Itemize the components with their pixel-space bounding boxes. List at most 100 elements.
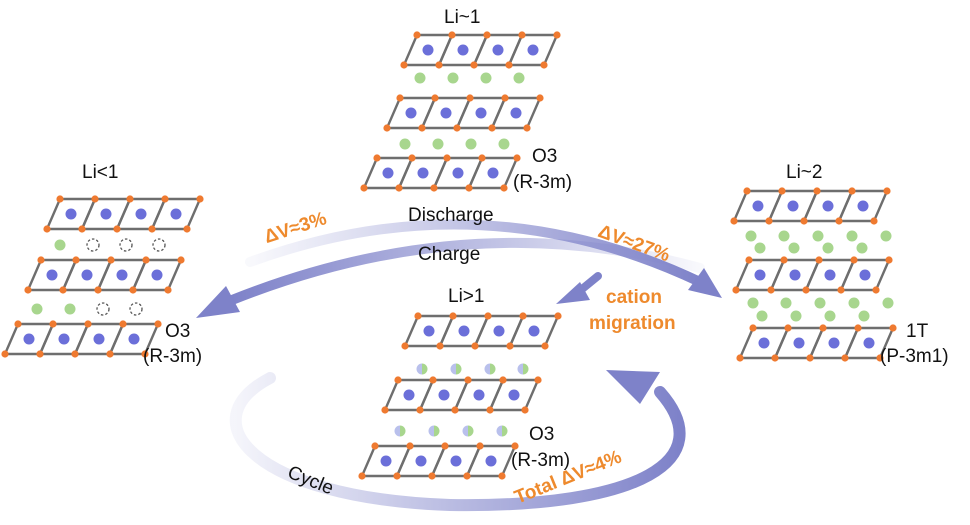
corner-atom (476, 442, 484, 450)
lithium-atom (756, 310, 768, 322)
lithium-atom (745, 230, 757, 242)
corner-atom (498, 472, 506, 480)
corner-atom (78, 225, 86, 233)
tm-atom (492, 44, 504, 56)
corner-atom (413, 31, 421, 39)
lithium-atom (747, 297, 759, 309)
corner-atom (177, 256, 185, 264)
discharge-label: Discharge (408, 205, 494, 226)
lithium-atom (54, 239, 66, 251)
corner-atom (815, 256, 823, 264)
left-phase-label: O3 (165, 321, 191, 342)
corner-atom (876, 354, 884, 362)
lithium-atom (848, 297, 860, 309)
corner-atom (383, 124, 391, 132)
tm-atom (458, 325, 470, 337)
corner-atom (119, 320, 127, 328)
lithium-atom (780, 297, 792, 309)
corner-atom (401, 342, 409, 350)
tm-layer (401, 312, 562, 350)
corner-atom (126, 195, 134, 203)
corner-atom (451, 406, 459, 414)
corner-atom (837, 286, 845, 294)
corner-atom (800, 217, 808, 225)
lithium-atom (788, 242, 800, 254)
lithium-atom (465, 138, 477, 150)
corner-atom (850, 256, 858, 264)
corner-atom (841, 354, 849, 362)
tm-atom (440, 107, 452, 119)
corner-atom (416, 406, 424, 414)
top-phase-label: O3 (532, 146, 558, 167)
corner-atom (435, 61, 443, 69)
tm-layer (383, 94, 544, 132)
corner-atom (408, 154, 416, 162)
tm-layer (381, 376, 542, 414)
lithium-atom (814, 297, 826, 309)
corner-atom (56, 195, 64, 203)
corner-atom (24, 286, 32, 294)
tm-atom (423, 325, 435, 337)
migration-label-line2: migration (589, 313, 676, 334)
corner-atom (536, 94, 544, 102)
corner-atom (154, 320, 162, 328)
tm-layer (400, 31, 561, 69)
corner-atom (373, 154, 381, 162)
charge-label: Charge (418, 244, 481, 265)
lithium-atom (856, 242, 868, 254)
lithium-atom (480, 72, 492, 84)
corner-atom (394, 376, 402, 384)
tm-layer (358, 442, 519, 480)
corner-atom (37, 256, 45, 264)
lithium-atom (790, 310, 802, 322)
corner-atom (428, 472, 436, 480)
corner-atom (393, 472, 401, 480)
tm-layer (730, 187, 891, 225)
corner-atom (141, 350, 149, 358)
corner-atom (765, 217, 773, 225)
mixed-cation (428, 425, 440, 437)
cycle-arrow (229, 370, 686, 512)
corner-atom (806, 354, 814, 362)
lithium-atom (822, 242, 834, 254)
corner-atom (129, 286, 137, 294)
corner-atom (771, 354, 779, 362)
corner-atom (848, 187, 856, 195)
tm-atom (58, 333, 70, 345)
corner-atom (780, 256, 788, 264)
corner-atom (49, 320, 57, 328)
corner-atom (730, 217, 738, 225)
corner-atom (161, 195, 169, 203)
corner-atom (500, 184, 508, 192)
lithium-atom (824, 310, 836, 322)
tm-atom (403, 389, 415, 401)
corner-atom (91, 195, 99, 203)
tm-layer (736, 324, 897, 362)
corner-atom (743, 187, 751, 195)
mixed-cation (394, 425, 406, 437)
corner-atom (749, 324, 757, 332)
center-phase-label: O3 (529, 424, 555, 445)
mixed-cation (416, 363, 428, 375)
tm-atom (415, 455, 427, 467)
lithium-atom (778, 230, 790, 242)
tm-atom (422, 44, 434, 56)
tm-atom (46, 269, 58, 281)
corner-atom (470, 61, 478, 69)
mixed-cation (462, 425, 474, 437)
corner-atom (883, 187, 891, 195)
vacancy-site (119, 238, 133, 252)
corner-atom (465, 184, 473, 192)
right-li-label: Li~2 (786, 162, 823, 183)
corner-atom (554, 312, 562, 320)
corner-atom (501, 94, 509, 102)
corner-atom (396, 94, 404, 102)
tm-atom (405, 107, 417, 119)
tm-atom (417, 167, 429, 179)
corner-atom (885, 256, 893, 264)
tm-atom (508, 389, 520, 401)
tm-atom (863, 337, 875, 349)
lithium-atom (846, 230, 858, 242)
tm-atom (752, 200, 764, 212)
tm-atom (450, 455, 462, 467)
